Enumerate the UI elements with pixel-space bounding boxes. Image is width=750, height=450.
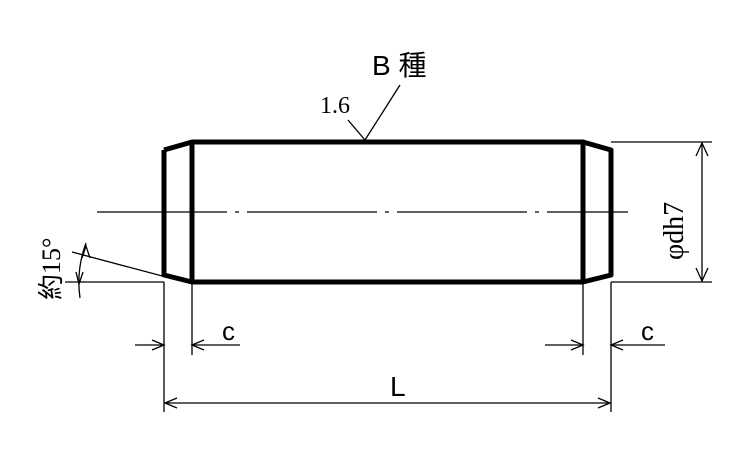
diameter-dimension <box>611 141 712 283</box>
angle-dimension <box>65 242 167 299</box>
roughness-label: 1.6 <box>320 93 350 119</box>
angle-label: 約15° <box>37 238 66 300</box>
diameter-label: φdh7 <box>659 202 690 260</box>
surface-type-label: B 種 <box>372 50 426 81</box>
chamfer-dimensions <box>135 282 665 412</box>
chamfer-right-label: c <box>641 316 654 346</box>
length-label: L <box>390 371 406 402</box>
surface-leader <box>347 84 401 141</box>
length-dimension <box>163 397 612 409</box>
chamfer-left-label: c <box>222 316 235 346</box>
